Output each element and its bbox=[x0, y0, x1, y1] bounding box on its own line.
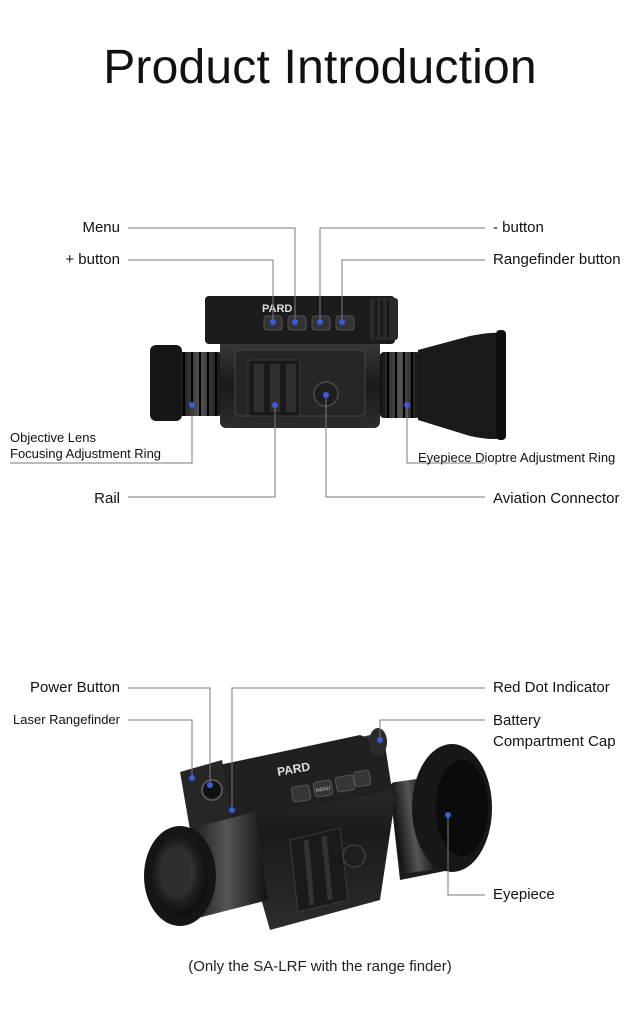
top-marker-dots bbox=[189, 319, 410, 408]
objective-lens bbox=[150, 345, 182, 421]
label-menu: Menu bbox=[82, 219, 120, 236]
label-eyepiece: Eyepiece bbox=[493, 886, 555, 903]
rail bbox=[247, 359, 301, 417]
label-aviation-connector: Aviation Connector bbox=[493, 490, 620, 507]
eyepiece-dioptre-ring bbox=[380, 352, 420, 418]
brand-logo-bottom: PARD bbox=[276, 759, 311, 779]
label-minus-button: - button bbox=[493, 219, 544, 236]
scope-side-view: PARD bbox=[150, 296, 506, 440]
top-leader-lines bbox=[10, 227, 485, 498]
label-rail: Rail bbox=[94, 490, 120, 507]
bottom-buttons: MENU bbox=[290, 769, 372, 803]
footnote: (Only the SA-LRF with the range finder) bbox=[188, 958, 452, 975]
bottom-marker-dots bbox=[189, 737, 451, 818]
label-red-dot-indicator: Red Dot Indicator bbox=[493, 679, 610, 696]
bottom-leader-lines bbox=[128, 687, 485, 896]
label-rangefinder-button: Rangefinder button bbox=[493, 251, 621, 268]
label-objective-focus: Objective Lens Focusing Adjustment Ring bbox=[10, 430, 161, 462]
top-module-bottom bbox=[205, 735, 392, 820]
label-power-button: Power Button bbox=[29, 679, 120, 696]
label-objective-line2: Focusing Adjustment Ring bbox=[10, 446, 162, 461]
label-eyepiece-dioptre-ring: Eyepiece Dioptre Adjustment Ring bbox=[418, 450, 616, 465]
eyecup bbox=[418, 332, 504, 439]
label-laser-rangefinder: Laser Rangefinder bbox=[13, 712, 120, 727]
scope-angled-view: PARD MENU bbox=[144, 728, 492, 930]
brand-logo: PARD bbox=[262, 303, 292, 315]
menu-button-mark: MENU bbox=[315, 785, 331, 794]
label-battery-line1: Battery bbox=[493, 712, 541, 729]
rail-bottom bbox=[289, 827, 349, 913]
label-objective-line1: Objective Lens bbox=[10, 430, 96, 445]
label-plus-button: + button bbox=[65, 251, 120, 268]
page-title: Product Introduction bbox=[103, 41, 537, 94]
label-battery-line2: Compartment Cap bbox=[493, 733, 616, 750]
objective-focus-ring bbox=[178, 352, 222, 416]
label-battery-cap: Battery Compartment Cap bbox=[493, 712, 616, 751]
